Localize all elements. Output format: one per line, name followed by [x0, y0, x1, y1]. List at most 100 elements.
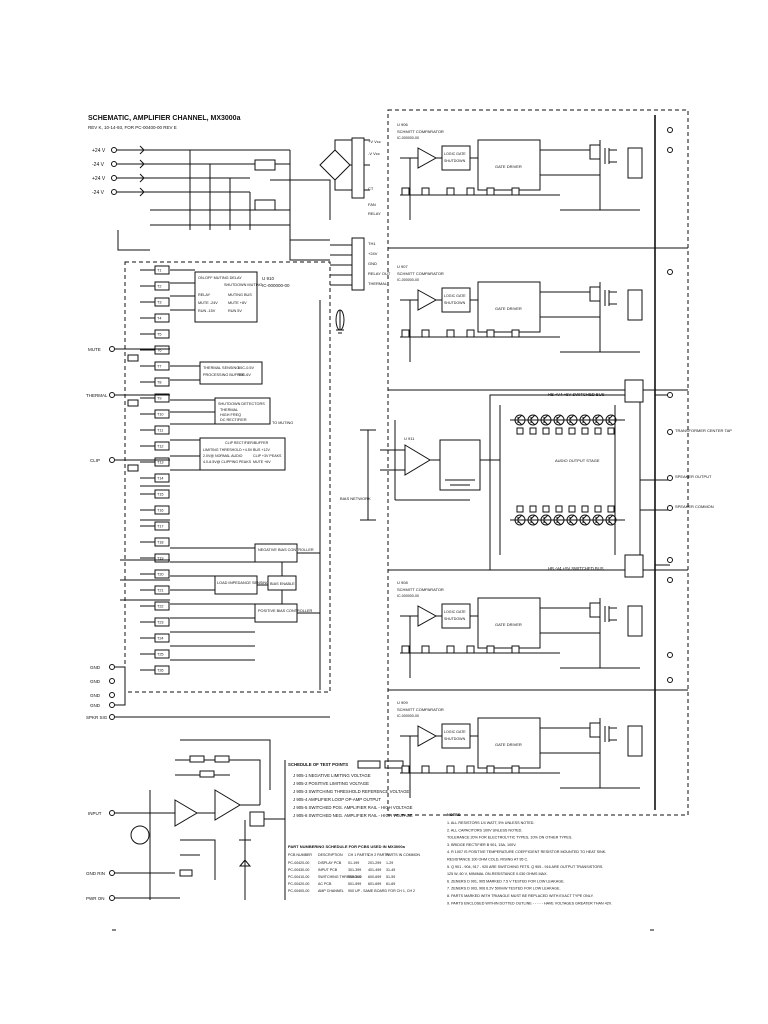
- load-impedance: LOAD IMPEDANCE SENSING: [217, 581, 269, 585]
- comparator-ref: U 909: [397, 700, 408, 705]
- ic-func-5: MUTE +8V: [228, 301, 247, 305]
- input-thermal: THERMAL: [86, 393, 108, 398]
- right-edge-terminals: [667, 127, 673, 683]
- ic-pin-label: T12: [157, 445, 164, 449]
- output-speaker: SPEAKER OUTPUT: [675, 474, 712, 479]
- shutdown-label: SHUTDOWN: [444, 301, 466, 305]
- parts-cell: PC-00430-00: [288, 868, 309, 872]
- thermal-90c: 90C-6V: [238, 373, 251, 377]
- terminal-gnd: GND: [368, 261, 377, 266]
- output-terminal-4: [667, 392, 673, 398]
- parts-col-header: PARTS IN COMMON: [386, 853, 420, 857]
- note-item: 2. ALL CAPACITORS 100V UNLESS NOTED.: [447, 828, 522, 832]
- test-point-6: J 905-6 SWITCHED NEG. AMPLIFIER RAIL - H…: [293, 813, 413, 818]
- schematic-title: SCHEMATIC, AMPLIFIER CHANNEL, MX3000a: [88, 115, 241, 122]
- note-item: 8. PARTS MARKED WITH TRIANGLE MUST BE RE…: [447, 894, 594, 898]
- ic-pin-label: T2: [157, 285, 161, 289]
- ic-pin-label: T11: [157, 429, 163, 433]
- gate-driver-box: [477, 717, 541, 769]
- ic-pin-label: T25: [157, 653, 164, 657]
- ic-pin-label: T8: [157, 381, 161, 385]
- power-input-4: -24 V: [92, 190, 105, 196]
- output-bus-top: HB +V4 +5V SWITCHED BUS: [548, 392, 605, 397]
- terminal-ct: CT: [368, 186, 374, 191]
- note-item: 4. R 1007 IS POSITIVE TEMPERATURE COEFFI…: [447, 850, 606, 854]
- logic-gate-box: [441, 145, 471, 171]
- ic-pin-label: T1: [157, 269, 161, 273]
- comparator-label: SCHMITT COMPARATOR: [397, 271, 444, 276]
- input-gnd-4: GND: [90, 703, 101, 708]
- thermal-50c: 50C-0.5V: [238, 366, 255, 370]
- output-bus-bottom: HB -V4 +5V SWITCHED BUS: [548, 566, 604, 571]
- shutdown-label: SHUTDOWN: [444, 737, 466, 741]
- parts-cell: 301-399: [348, 868, 361, 872]
- parts-table: PART NUMBERING SCHEDULE FOR PCBS USED IN…: [288, 844, 420, 893]
- output-terminal-6: [667, 475, 673, 481]
- thermal-buffer: PROCESSING BUFFER: [203, 373, 245, 377]
- ic-pin-label: T20: [157, 573, 164, 577]
- parts-cell: SWITCHING THRESHOLD: [318, 875, 362, 879]
- high-voltage-section: [387, 109, 689, 816]
- notes: NOTES 1. ALL RESISTORS 1/4 WATT, 5% UNLE…: [447, 812, 612, 905]
- ic-func-3: MUTING BUS: [228, 293, 252, 297]
- thermal-sensing: THERMAL SENSING: [203, 366, 239, 370]
- parts-cell: AC PCB: [318, 882, 332, 886]
- ic-pin-label: T14: [157, 477, 164, 481]
- ic-pin-column: T1T2T3T4T5T6T7T8T9T10T11T12T13T14T15T16T…: [140, 265, 170, 675]
- output-speaker-common: SPEAKER COMMON: [675, 504, 714, 509]
- ic-pin-label: T16: [157, 509, 164, 513]
- ic-pin-label: T21: [157, 589, 164, 593]
- schematic-subtitle: REV K, 10-14-93, FOR PC-00400-00 REV E: [88, 125, 177, 130]
- parts-cell: 31-49: [386, 868, 395, 872]
- parts-cell: 401-499: [368, 868, 381, 872]
- shutdown-label: SHUTDOWN: [444, 617, 466, 621]
- ic-pin-label: T17: [157, 525, 164, 529]
- clip-title: CLIP RECTIFIER/BUFFER: [225, 441, 269, 445]
- ic-pin-label: T26: [157, 669, 164, 673]
- terminal-relay: RELAY: [368, 211, 381, 216]
- logic-gate-label: LOGIC GATE: [444, 610, 466, 614]
- ic-pin-label: T6: [157, 349, 161, 353]
- ic-pin-label: T19: [157, 557, 164, 561]
- ic-pin-label: T13: [157, 461, 164, 465]
- parts-cell: 51-59: [386, 875, 395, 879]
- ic-func-4: MUTE -24V: [198, 301, 218, 305]
- ic-pin-label: T3: [157, 301, 161, 305]
- ic-pin-label: T15: [157, 493, 164, 497]
- terminal-vcc-pos: +V Vcc: [368, 139, 381, 144]
- output-terminal-3: [667, 269, 673, 275]
- comparator-label: SCHMITT COMPARATOR: [397, 707, 444, 712]
- terminal-relay-out: RELAY OUT: [368, 271, 391, 276]
- test-point-2: J 905-2 POSITIVE LIMITING VOLTAGE: [293, 781, 369, 786]
- ic-part: IC-000000-00: [262, 283, 290, 288]
- gate-driver-box: [477, 281, 541, 333]
- clip-bus: BUS +12V: [253, 448, 270, 452]
- bias-network-label: BIAS NETWORK: [340, 496, 371, 501]
- parts-cell: 1-29: [386, 861, 393, 865]
- note-item: 125 W, 60 V, MINIMAL ON-RESISTANCE 0.030…: [447, 872, 547, 876]
- terminal-fan: FAN: [368, 202, 376, 207]
- terminal-vcc-neg: -V Vcc: [368, 151, 380, 156]
- note-item: 3. BRIDGE RECTIFIER B 901, 15A, 100V.: [447, 843, 516, 847]
- power-input-2: -24 V: [92, 162, 105, 168]
- shutdown-hf: HIGH FREQ: [220, 413, 241, 417]
- ic-pin-label: T5: [157, 333, 161, 337]
- input-spkr-sig: SPKR SIG: [86, 715, 108, 720]
- parts-cell: PC-00400-00: [288, 889, 309, 893]
- output-terminal-8: [667, 557, 673, 563]
- parts-cell: AMP CHANNEL: [318, 889, 344, 893]
- output-terminal-7: [667, 505, 673, 511]
- neg-bias-controller: NEGATIVE BIAS CONTROLLER: [258, 548, 314, 552]
- output-terminal-9: [667, 577, 673, 583]
- output-terminal-2: [667, 147, 673, 153]
- clip-3v: CLIP +3V PEAKS: [253, 454, 282, 458]
- power-input-section: +24 V -24 V +24 V -24 V +V Vcc -V Vcc CT…: [92, 137, 391, 334]
- ic-ref: U 910: [262, 276, 275, 281]
- shutdown-title: SHUTDOWN DETECTORS: [218, 402, 265, 406]
- input-signal: INPUT: [88, 811, 102, 816]
- parts-cell: INPUT PCB: [318, 868, 338, 872]
- parts-table-heading: PART NUMBERING SCHEDULE FOR PCBS USED IN…: [288, 844, 406, 849]
